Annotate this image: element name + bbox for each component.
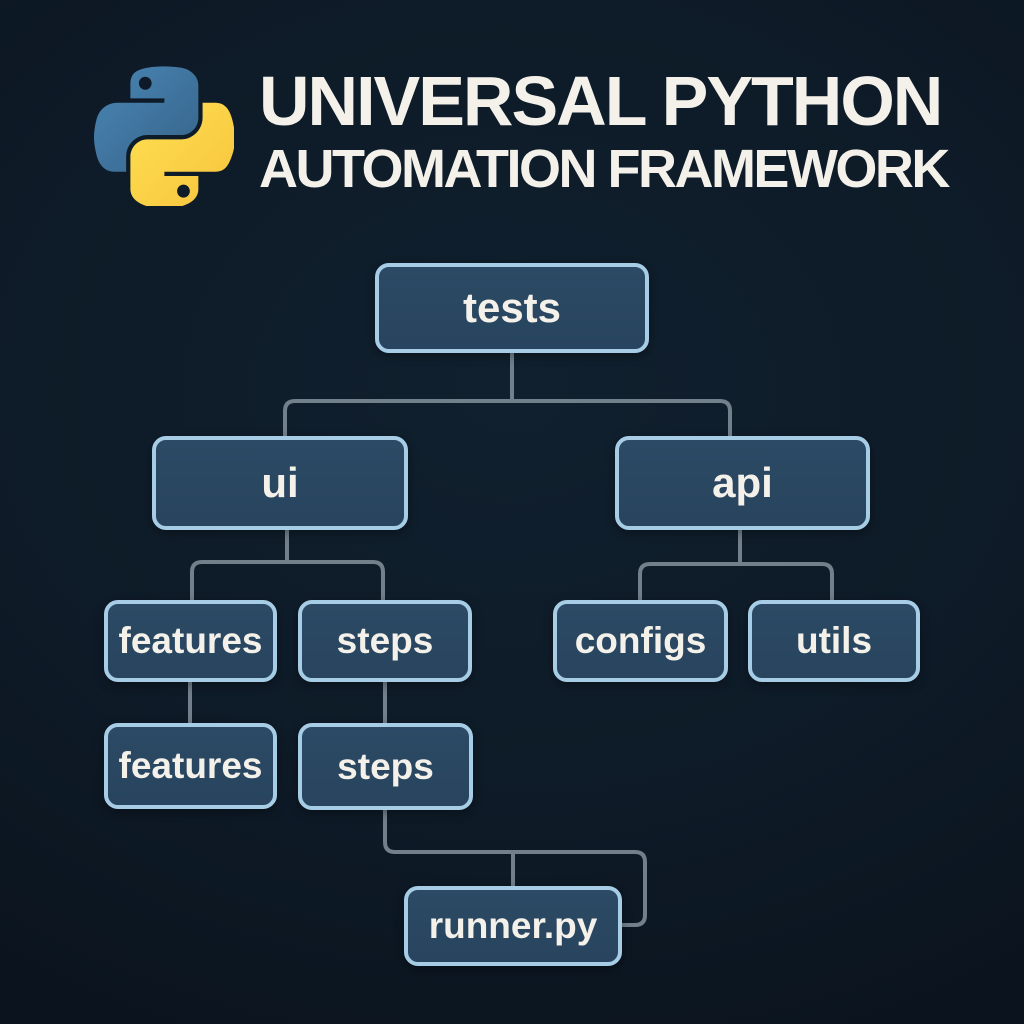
node-utils-label: utils (795, 620, 873, 661)
node-steps-child-label: steps (337, 745, 434, 787)
page-title-line2: AUTOMATION FRAMEWORK (259, 139, 950, 199)
node-ui-label: ui (261, 459, 299, 506)
edge-runner-main (383, 808, 647, 927)
node-features: features (104, 600, 277, 682)
page-title-line1: UNIVERSAL PYTHON (259, 62, 943, 140)
node-features-child: features (104, 723, 277, 809)
node-runner-py: runner.py (404, 886, 622, 966)
node-tests-label: tests (462, 284, 562, 331)
node-steps: steps (298, 600, 472, 682)
edge-ui-rail (190, 560, 385, 600)
node-ui: ui (152, 436, 408, 530)
node-api: api (615, 436, 870, 530)
node-api-label: api (712, 459, 773, 506)
node-features-label: features (118, 620, 263, 661)
node-steps-label: steps (336, 620, 434, 661)
node-steps-child: steps (298, 723, 473, 810)
python-logo-icon (94, 66, 234, 206)
node-configs: configs (553, 600, 728, 682)
edge-tests-rail (283, 399, 732, 436)
node-utils: utils (748, 600, 920, 682)
node-tests: tests (375, 263, 649, 353)
edge-api-rail (638, 562, 834, 600)
node-features-child-label: features (118, 745, 263, 786)
node-runner-py-label: runner.py (428, 905, 598, 946)
node-configs-label: configs (574, 620, 707, 661)
